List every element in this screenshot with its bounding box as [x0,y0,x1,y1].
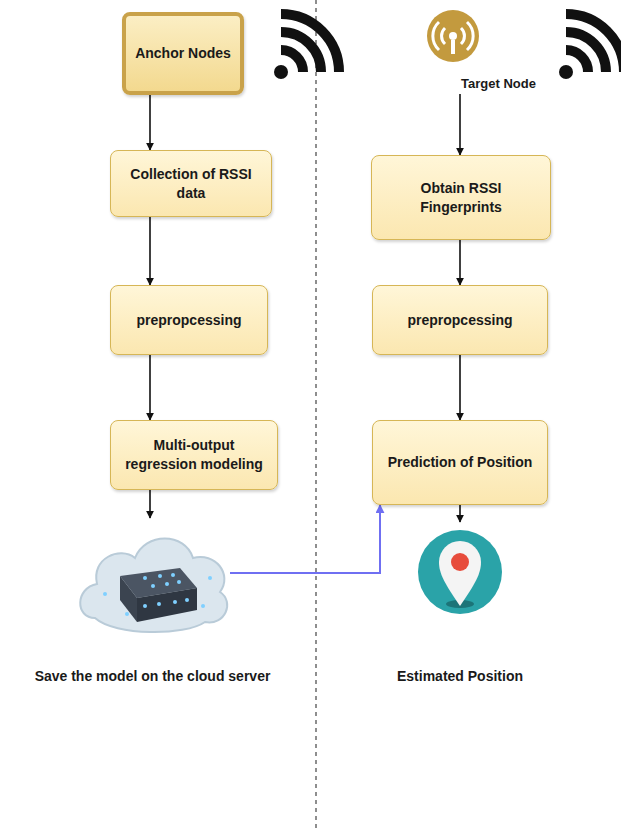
cloud-server: Save the model on the cloud server [75,518,230,648]
box-label: Prediction of Position [380,449,541,476]
wifi-symbol [559,14,621,79]
divider-line [315,0,316,828]
flow-arrow [149,490,151,518]
box-label: Multi-output regression modeling [111,432,277,478]
icon-caption: Target Node [461,76,536,91]
box-label: Anchor Nodes [127,40,239,67]
box-label: Obtain RSSI Fingerprints [372,175,550,221]
process-box: prepropcessing [372,285,548,355]
flow-arrow [459,505,461,522]
process-box: Multi-output regression modeling [110,420,278,490]
flow-arrow [149,355,151,420]
icon-caption: Estimated Position [375,668,545,684]
wifi-symbol [274,14,339,79]
box-label: Collection of RSSI data [111,161,271,207]
icon-caption: Save the model on the cloud server [0,668,305,684]
model-link [230,505,380,573]
flow-arrow [149,95,151,150]
flow-arrow [459,240,461,285]
process-box: Obtain RSSI Fingerprints [371,155,551,240]
pin-icon [415,522,505,628]
flow-arrow [459,94,461,155]
target-node-icon: Target Node [425,6,545,94]
process-box: prepropcessing [110,285,268,355]
box-label: prepropcessing [128,307,249,334]
flow-arrow [459,355,461,420]
process-box: Prediction of Position [372,420,548,505]
flow-arrow [149,217,151,285]
process-box: Collection of RSSI data [110,150,272,217]
cloud-illustration [75,518,230,648]
antenna-icon [425,6,485,68]
location-pin: Estimated Position [415,522,505,628]
box-label: prepropcessing [399,307,520,334]
anchor-box: Anchor Nodes [122,12,244,95]
